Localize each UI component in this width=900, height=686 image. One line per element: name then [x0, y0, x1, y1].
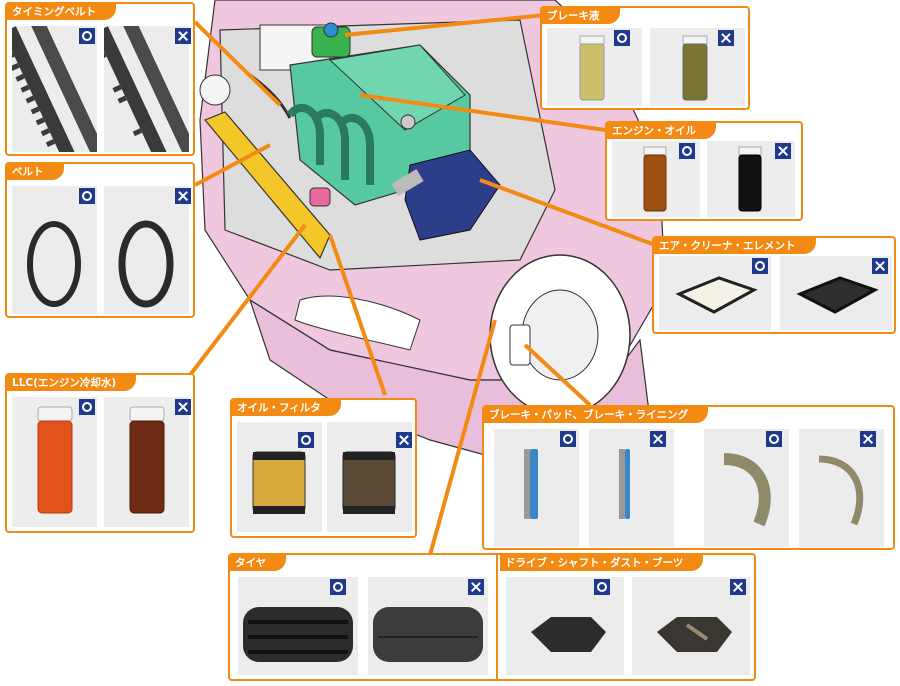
bad-mark-icon [650, 431, 666, 447]
engine-oil-bad-image [707, 141, 795, 217]
good-mark-icon [679, 143, 695, 159]
panel-title: ベルト [7, 164, 64, 180]
photo-bad-engine-oil [707, 141, 795, 217]
good-mark-icon [614, 30, 630, 46]
photo-good-timing-belt [12, 26, 97, 152]
leader-timing-belt [193, 20, 282, 107]
belt-good-image [12, 186, 97, 314]
leader-air-cleaner [479, 178, 656, 247]
good-mark-icon [752, 258, 768, 274]
panel-title: タイミングベルト [7, 4, 116, 20]
brake-caliper [509, 324, 531, 366]
llc-good-image [12, 397, 97, 527]
panel-title: LLC(エンジン冷却水) [7, 375, 137, 391]
oil-filter-good-image [237, 422, 322, 532]
panel-title-boot: ドライブ・シャフト・ダスト・ブーツ [500, 555, 704, 571]
panel-title: オイル・フィルタ [232, 400, 341, 416]
oil-filter-part [309, 187, 331, 207]
air-cleaner-box [404, 149, 501, 241]
panel-timing-belt: タイミングベルト [5, 2, 195, 156]
panel-llc: LLC(エンジン冷却水) [5, 373, 195, 533]
photo-good-brake-lining [704, 429, 789, 547]
good-mark-icon [79, 188, 95, 204]
leader-engine-oil [359, 93, 606, 132]
llc-bad-image [104, 397, 189, 527]
bad-mark-icon [718, 30, 734, 46]
panel-divider [496, 555, 498, 679]
photo-bad-brake-lining [799, 429, 884, 547]
intake-duct [391, 168, 424, 197]
brake-pad-bad-image [589, 429, 674, 547]
leader-llc [188, 223, 307, 377]
panel-brake-pad: ブレーキ・パッド、ブレーキ・ライニング [482, 405, 895, 550]
panel-title: ブレーキ液 [542, 8, 620, 24]
photo-good-belt [12, 186, 97, 314]
bad-mark-icon [775, 143, 791, 159]
photo-good-llc [12, 397, 97, 527]
good-mark-icon [79, 28, 95, 44]
photo-bad-brake-fluid [650, 28, 745, 106]
leader-oil-filter [328, 234, 387, 396]
bad-mark-icon [860, 431, 876, 447]
filler-cap [199, 74, 231, 106]
leader-tire [428, 319, 497, 556]
panel-title: エア・クリーナ・エレメント [654, 238, 816, 254]
panel-brake-fluid: ブレーキ液 [540, 6, 750, 110]
leader-belt [194, 143, 271, 187]
panel-engine-oil: エンジン・オイル [605, 121, 803, 221]
leader-brake-pad [523, 343, 592, 407]
good-mark-icon [298, 432, 314, 448]
photo-good-oil-filter [237, 422, 322, 532]
photo-bad-timing-belt [104, 26, 189, 152]
bad-mark-icon [468, 579, 484, 595]
photo-good-brake-pad [494, 429, 579, 547]
bad-mark-icon [396, 432, 412, 448]
brake-reservoir-cap [323, 22, 339, 38]
good-mark-icon [594, 579, 610, 595]
intake-runner [336, 114, 374, 185]
photo-good-tire [238, 577, 358, 675]
brake-lining-bad-image [799, 429, 884, 547]
panel-oil-filter: オイル・フィルタ [230, 398, 417, 538]
panel-belt: ベルト [5, 162, 195, 318]
panel-tire-boot: タイヤ ドライブ・シャフト・ダスト・ブーツ [228, 553, 756, 681]
good-mark-icon [560, 431, 576, 447]
photo-bad-belt [104, 186, 189, 314]
good-mark-icon [766, 431, 782, 447]
bad-mark-icon [730, 579, 746, 595]
photo-bad-llc [104, 397, 189, 527]
brake-lining-good-image [704, 429, 789, 547]
timing-belt-good-image [12, 26, 97, 152]
wheel-hub [521, 289, 599, 381]
bad-mark-icon [175, 188, 191, 204]
headlight [294, 295, 421, 351]
timing-belt-bad-image [104, 26, 189, 152]
bad-mark-icon [872, 258, 888, 274]
belt-bad-image [104, 186, 189, 314]
good-mark-icon [330, 579, 346, 595]
brake-pad-good-image [494, 429, 579, 547]
engine-cover [328, 44, 466, 131]
intake-runner [286, 104, 324, 165]
panel-air-cleaner: エア・クリーナ・エレメント [652, 236, 896, 334]
panel-title: エンジン・オイル [607, 123, 716, 139]
panel-title: ブレーキ・パッド、ブレーキ・ライニング [484, 407, 709, 423]
bad-mark-icon [175, 399, 191, 415]
good-mark-icon [79, 399, 95, 415]
intake-runner [311, 109, 349, 180]
panel-title-tire: タイヤ [230, 555, 287, 571]
brake-fluid-bad-image [650, 28, 745, 106]
photo-bad-brake-pad [589, 429, 674, 547]
bad-mark-icon [175, 28, 191, 44]
leader-brake-fluid [344, 13, 546, 37]
tire-good-image [238, 577, 358, 675]
oil-cap [400, 114, 416, 130]
